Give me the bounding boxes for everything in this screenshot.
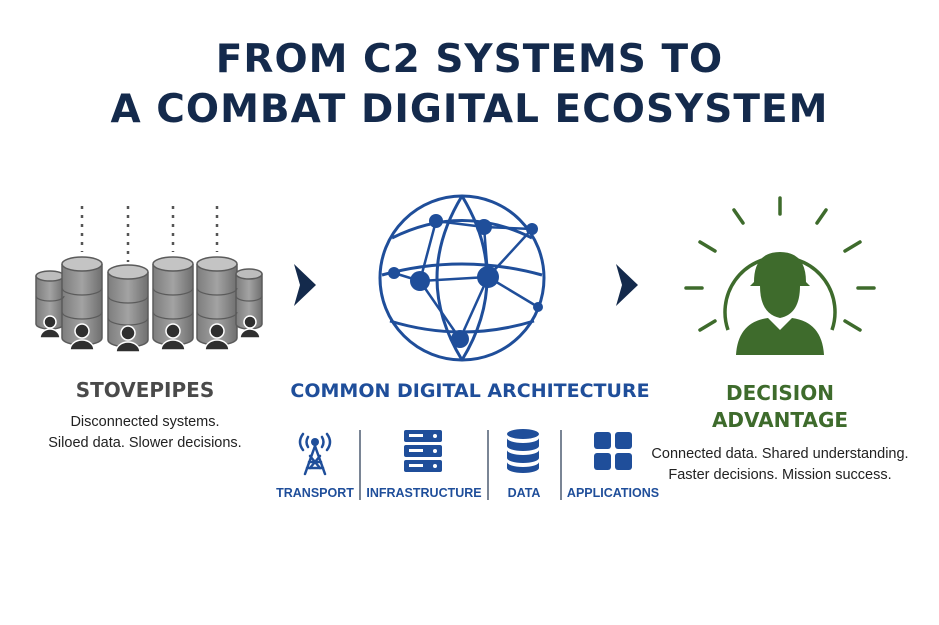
layer-label-data: DATA [507,486,541,500]
page-title-line-1: FROM C2 SYSTEMS TO [215,37,724,82]
layer-divider [487,430,489,500]
stovepipes-desc-line-1: Disconnected systems. [70,414,220,430]
chevron-right-icon [294,264,316,306]
layer-label-transport: TRANSPORT [276,486,354,500]
page-title-line-2: A COMBAT DIGITAL ECOSYSTEM [110,87,829,132]
network-globe-icon [378,194,546,362]
decision-desc-line-2: Faster decisions. Mission success. [668,467,892,483]
stovepipes-desc-line-2: Siloed data. Slower decisions. [48,435,242,451]
decision-advantage-description: Connected data. Shared understanding. Fa… [650,444,910,486]
stovepipes-heading: STOVEPIPES [75,378,215,402]
soldier-icon [684,196,876,355]
decision-heading-line-2: ADVANTAGE [711,408,849,432]
stovepipes-description: Disconnected systems. Siloed data. Slowe… [40,412,250,454]
layer-divider [560,430,562,500]
app-grid-icon [594,432,632,470]
server-icon [404,430,442,472]
layer-label-infrastructure: INFRASTRUCTURE [366,486,482,500]
database-stack-icon [35,206,263,353]
decision-heading-line-1: DECISION [726,381,834,405]
radio-tower-icon [298,432,332,476]
database-icon [507,429,539,473]
decision-advantage-heading: DECISION ADVANTAGE [670,380,890,434]
architecture-heading: COMMON DIGITAL ARCHITECTURE [290,380,650,402]
layer-label-applications: APPLICATIONS [566,486,660,500]
chevron-right-icon [616,264,638,306]
decision-desc-line-1: Connected data. Shared understanding. [651,446,909,462]
layer-divider [359,430,361,500]
